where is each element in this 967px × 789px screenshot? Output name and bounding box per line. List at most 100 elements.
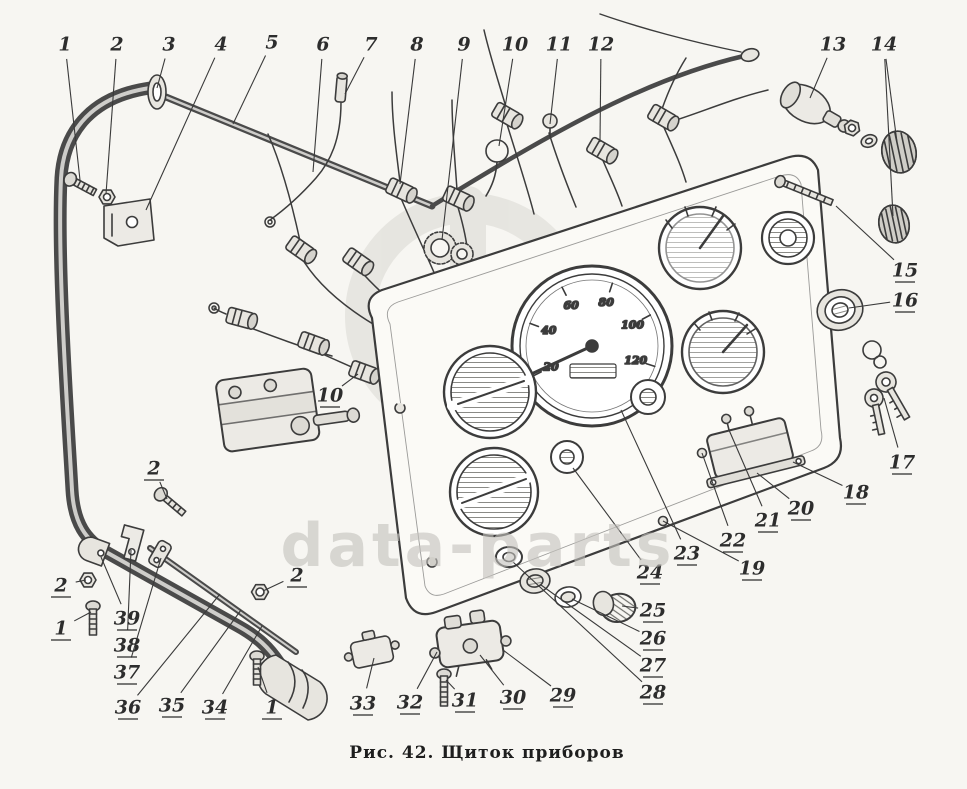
leader-line [312, 58, 323, 173]
callout-10: 10 [502, 34, 528, 56]
callout-39: 39 [114, 608, 140, 630]
clamp-39 [77, 536, 111, 567]
leader-line [701, 452, 729, 527]
speedo-drive-gears [423, 231, 474, 266]
light-switch-box [215, 367, 361, 453]
speedometer-tick [645, 362, 656, 368]
leader-line [232, 55, 267, 125]
nut-top-left [98, 189, 116, 205]
mount-bracket [103, 198, 155, 247]
callout-1: 1 [58, 34, 71, 56]
callout-14: 14 [871, 34, 897, 56]
watermark-text: data-parts [281, 511, 676, 581]
leader-line [756, 472, 790, 500]
leader-line [512, 561, 643, 683]
callout-19: 19 [739, 558, 765, 580]
leader-line [662, 520, 739, 562]
leader-line [105, 58, 117, 195]
callout-2: 2 [109, 34, 123, 56]
leader-line [180, 609, 242, 694]
callout-17: 17 [889, 452, 915, 474]
nut-rod [250, 583, 270, 601]
gauge-upper-right [657, 205, 743, 291]
figure-caption: Рис. 42. Щиток приборов [349, 743, 624, 763]
callout-13: 13 [820, 34, 846, 56]
knurled-knob-2 [878, 204, 910, 244]
leader-line [222, 625, 263, 695]
leader-line [257, 666, 268, 694]
plug-washer [860, 133, 878, 149]
callout-11: 11 [546, 34, 572, 56]
speedometer-tick-label: 60 [563, 299, 579, 312]
leader-line [502, 649, 552, 687]
leader-line [572, 467, 642, 561]
leader-line [835, 205, 895, 261]
cable-flange [147, 74, 167, 110]
bolt-31 [436, 668, 452, 707]
leader-line [441, 58, 463, 241]
callout-22: 22 [719, 530, 746, 552]
leader-line [540, 584, 642, 657]
callout-2: 2 [146, 458, 160, 480]
callout-5: 5 [265, 32, 278, 54]
speedometer-tick [641, 314, 652, 321]
callout-2: 2 [53, 575, 67, 597]
bracket-38 [120, 524, 145, 562]
leader-line [479, 654, 505, 686]
gauge-right [680, 309, 766, 395]
speedometer-tick-label: 80 [599, 296, 615, 309]
callout-33: 33 [350, 693, 376, 715]
callout-8: 8 [409, 34, 423, 56]
bolt-top-left [63, 171, 98, 197]
leader-line [156, 58, 166, 89]
cable-connector [334, 72, 349, 103]
leader-line [792, 461, 843, 487]
nut-left [79, 572, 97, 588]
bolt-left [85, 600, 101, 636]
bulb-sockets [225, 101, 680, 385]
wire-loop [485, 139, 509, 197]
leader-line [366, 657, 375, 689]
leader-line [262, 580, 284, 592]
leader-line [75, 579, 87, 583]
ring-26 [554, 586, 582, 608]
leader-line [809, 57, 828, 99]
callout-29: 29 [549, 685, 576, 707]
callout-34: 34 [202, 697, 228, 719]
callout-23: 23 [673, 543, 700, 565]
callout-1: 1 [54, 618, 67, 640]
gauge-left [442, 344, 538, 440]
indicator-lamp-holes [550, 379, 666, 474]
leader-line [127, 549, 132, 631]
leader-line [145, 57, 216, 211]
leader-line [621, 605, 639, 609]
leader-line [66, 58, 81, 181]
relay [706, 405, 806, 489]
leader-line [344, 57, 365, 95]
callout-20: 20 [787, 498, 814, 520]
callout-9: 9 [457, 34, 470, 56]
ignition-keys [862, 340, 911, 436]
callout-1: 1 [265, 697, 278, 719]
leader-line [416, 651, 438, 690]
speedometer [510, 264, 674, 428]
callout-32: 32 [397, 692, 423, 714]
leader-line [571, 598, 640, 632]
speedometer-tick [561, 286, 567, 297]
tube-boot [256, 654, 328, 721]
leader-line [159, 481, 168, 500]
callout-3: 3 [162, 34, 175, 56]
bolt-rod [249, 650, 265, 686]
knurled-knob-1 [881, 130, 917, 174]
leader-line [620, 409, 682, 540]
handle-tube [53, 81, 286, 670]
callout-2: 2 [289, 565, 303, 587]
callout-36: 36 [115, 697, 141, 719]
leader-line [599, 58, 602, 143]
gauge-small-top-right [760, 210, 816, 266]
callout-25: 25 [639, 600, 666, 622]
callout-7: 7 [364, 34, 377, 56]
callout-31: 31 [452, 690, 478, 712]
